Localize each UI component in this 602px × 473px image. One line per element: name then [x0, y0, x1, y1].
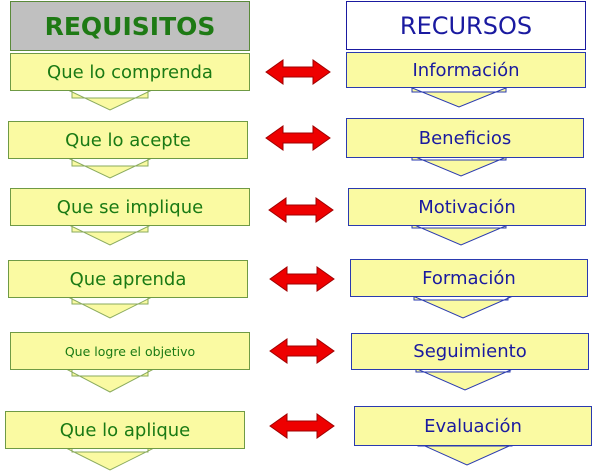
- requisito-label-4: Que aprenda: [69, 268, 187, 290]
- requisito-label-5: Que logre el objetivo: [64, 343, 196, 359]
- recurso-label-5: Seguimiento: [413, 341, 527, 362]
- double-arrow-icon-4: [269, 266, 335, 292]
- double-arrow-icon-3: [268, 197, 334, 223]
- recurso-box-1: Información: [346, 52, 586, 88]
- requisito-box-3: Que se implique: [10, 188, 250, 226]
- recursos-header: RECURSOS: [346, 1, 586, 50]
- requisito-label-1: Que lo comprenda: [47, 61, 213, 83]
- recurso-box-5: Seguimiento: [351, 333, 589, 370]
- recurso-box-2: Beneficios: [346, 118, 584, 158]
- recurso-label-1: Información: [412, 59, 520, 81]
- requisito-box-2: Que lo acepte: [8, 121, 248, 159]
- double-arrow-icon-1: [265, 59, 331, 85]
- recurso-label-2: Beneficios: [418, 127, 512, 149]
- requisito-label-3: Que se implique: [56, 196, 204, 218]
- recurso-label-3: Motivación: [418, 196, 516, 218]
- recurso-label-4: Formación: [422, 267, 516, 289]
- requisito-label-6: Que lo aplique: [59, 419, 191, 441]
- requisitos-header: REQUISITOS: [10, 1, 250, 51]
- double-arrow-icon-5: [269, 338, 335, 364]
- recursos-header-label: RECURSOS: [399, 11, 533, 40]
- requisito-label-2: Que lo acepte: [65, 129, 191, 151]
- requisitos-header-label: REQUISITOS: [44, 11, 216, 41]
- requisito-box-5: Que logre el objetivo: [10, 332, 250, 370]
- double-arrow-icon-6: [269, 413, 335, 439]
- recurso-box-6: Evaluación: [354, 406, 592, 446]
- requisito-box-4: Que aprenda: [8, 260, 248, 298]
- recurso-box-4: Formación: [350, 259, 588, 297]
- recurso-label-6: Evaluación: [424, 415, 522, 437]
- double-arrow-icon-2: [265, 125, 331, 151]
- recurso-box-3: Motivación: [348, 188, 586, 226]
- requisito-box-1: Que lo comprenda: [10, 53, 250, 91]
- requisito-box-6: Que lo aplique: [5, 411, 245, 449]
